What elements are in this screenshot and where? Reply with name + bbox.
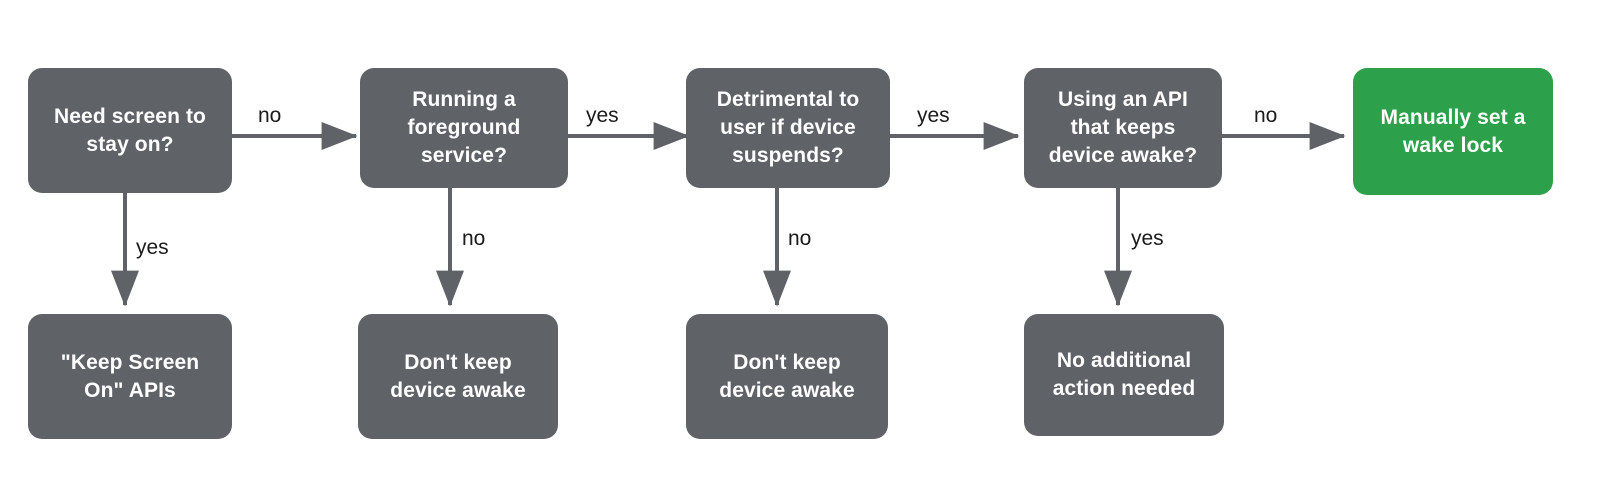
edge-label-yes-3: yes bbox=[136, 236, 169, 259]
node-dont-keep-device-awake-1[interactable]: Don't keep device awake bbox=[358, 314, 558, 439]
node-keep-screen-on-apis[interactable]: "Keep Screen On" APIs bbox=[28, 314, 232, 439]
edge-label-yes-4: yes bbox=[1131, 227, 1164, 250]
edge-label-no-4: no bbox=[788, 227, 812, 250]
edge-label-no-1: no bbox=[258, 104, 282, 127]
node-detrimental-suspend[interactable]: Detrimental to user if device suspends? bbox=[686, 68, 890, 188]
edge-label-no-2: no bbox=[1254, 104, 1278, 127]
node-no-additional-action-needed[interactable]: No additional action needed bbox=[1024, 314, 1224, 436]
node-label: Using an API that keeps device awake? bbox=[1048, 88, 1198, 167]
node-foreground-service[interactable]: Running a foreground service? bbox=[360, 68, 568, 188]
edge-label-yes-1: yes bbox=[586, 104, 619, 127]
edge-label-yes-2: yes bbox=[917, 104, 950, 127]
node-label: No additional action needed bbox=[1052, 349, 1196, 400]
node-manually-set-wake-lock[interactable]: Manually set a wake lock bbox=[1353, 68, 1553, 195]
node-label: Need screen to stay on? bbox=[54, 104, 206, 156]
node-label: Don't keep device awake bbox=[390, 350, 526, 402]
node-label: Running a foreground service? bbox=[407, 88, 521, 167]
node-label: "Keep Screen On" APIs bbox=[60, 350, 200, 402]
node-label: Don't keep device awake bbox=[719, 350, 855, 402]
node-label: Detrimental to user if device suspends? bbox=[716, 88, 860, 167]
node-dont-keep-device-awake-2[interactable]: Don't keep device awake bbox=[686, 314, 888, 439]
node-need-screen-on[interactable]: Need screen to stay on? bbox=[28, 68, 232, 193]
node-label: Manually set a wake lock bbox=[1380, 105, 1526, 157]
node-api-keeps-awake[interactable]: Using an API that keeps device awake? bbox=[1024, 68, 1222, 188]
edge-label-no-3: no bbox=[462, 227, 486, 250]
